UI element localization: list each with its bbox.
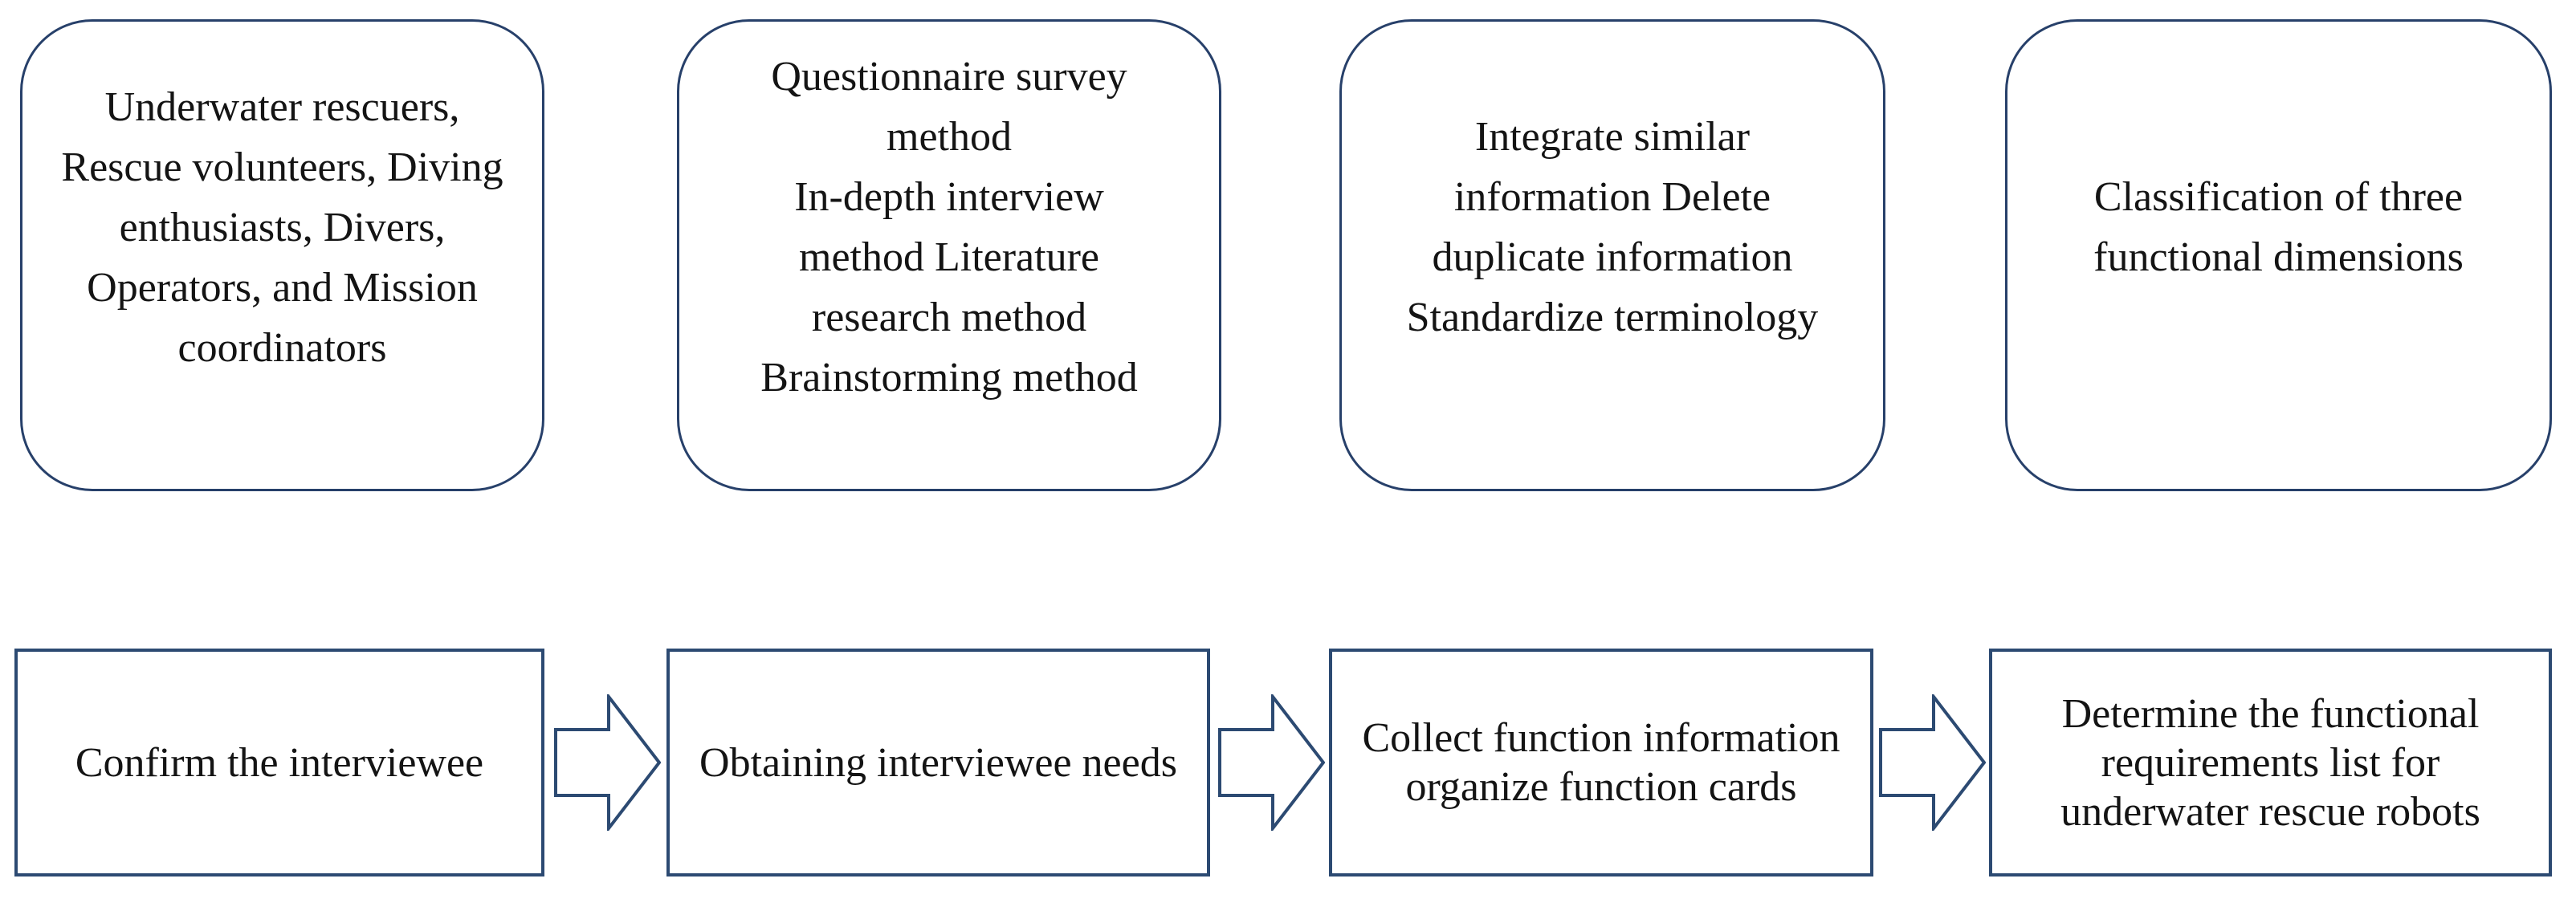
info-box-interviewee-groups: Underwater rescuers, Rescue volunteers, …	[20, 19, 544, 491]
info-box-text: Classification of three functional dimen…	[2093, 174, 2464, 280]
process-step-4-box: Determine the functional requirements li…	[1989, 649, 2552, 876]
process-step-text: Determine the functional requirements li…	[2060, 690, 2480, 835]
process-step-text: Confirm the interviewee	[75, 739, 484, 786]
info-box-information-processing: Integrate similar information Delete dup…	[1339, 19, 1885, 491]
process-step-1-box: Confirm the interviewee	[14, 649, 544, 876]
process-step-text: Collect function information organize fu…	[1362, 715, 1840, 810]
arrow-right-icon	[1879, 694, 1986, 831]
info-box-text: Underwater rescuers, Rescue volunteers, …	[61, 83, 503, 371]
process-step-3-box: Collect function information organize fu…	[1329, 649, 1873, 876]
process-step-2-box: Obtaining interviewee needs	[666, 649, 1210, 876]
arrow-right-icon	[1218, 694, 1325, 831]
info-box-text: Integrate similar information Delete dup…	[1406, 114, 1819, 340]
info-box-text: Questionnaire survey method In-depth int…	[760, 54, 1138, 401]
info-box-research-methods: Questionnaire survey method In-depth int…	[677, 19, 1221, 491]
arrow-right-icon	[554, 694, 661, 831]
process-step-text: Obtaining interviewee needs	[699, 739, 1177, 786]
info-box-dimension-classification: Classification of three functional dimen…	[2005, 19, 2552, 491]
